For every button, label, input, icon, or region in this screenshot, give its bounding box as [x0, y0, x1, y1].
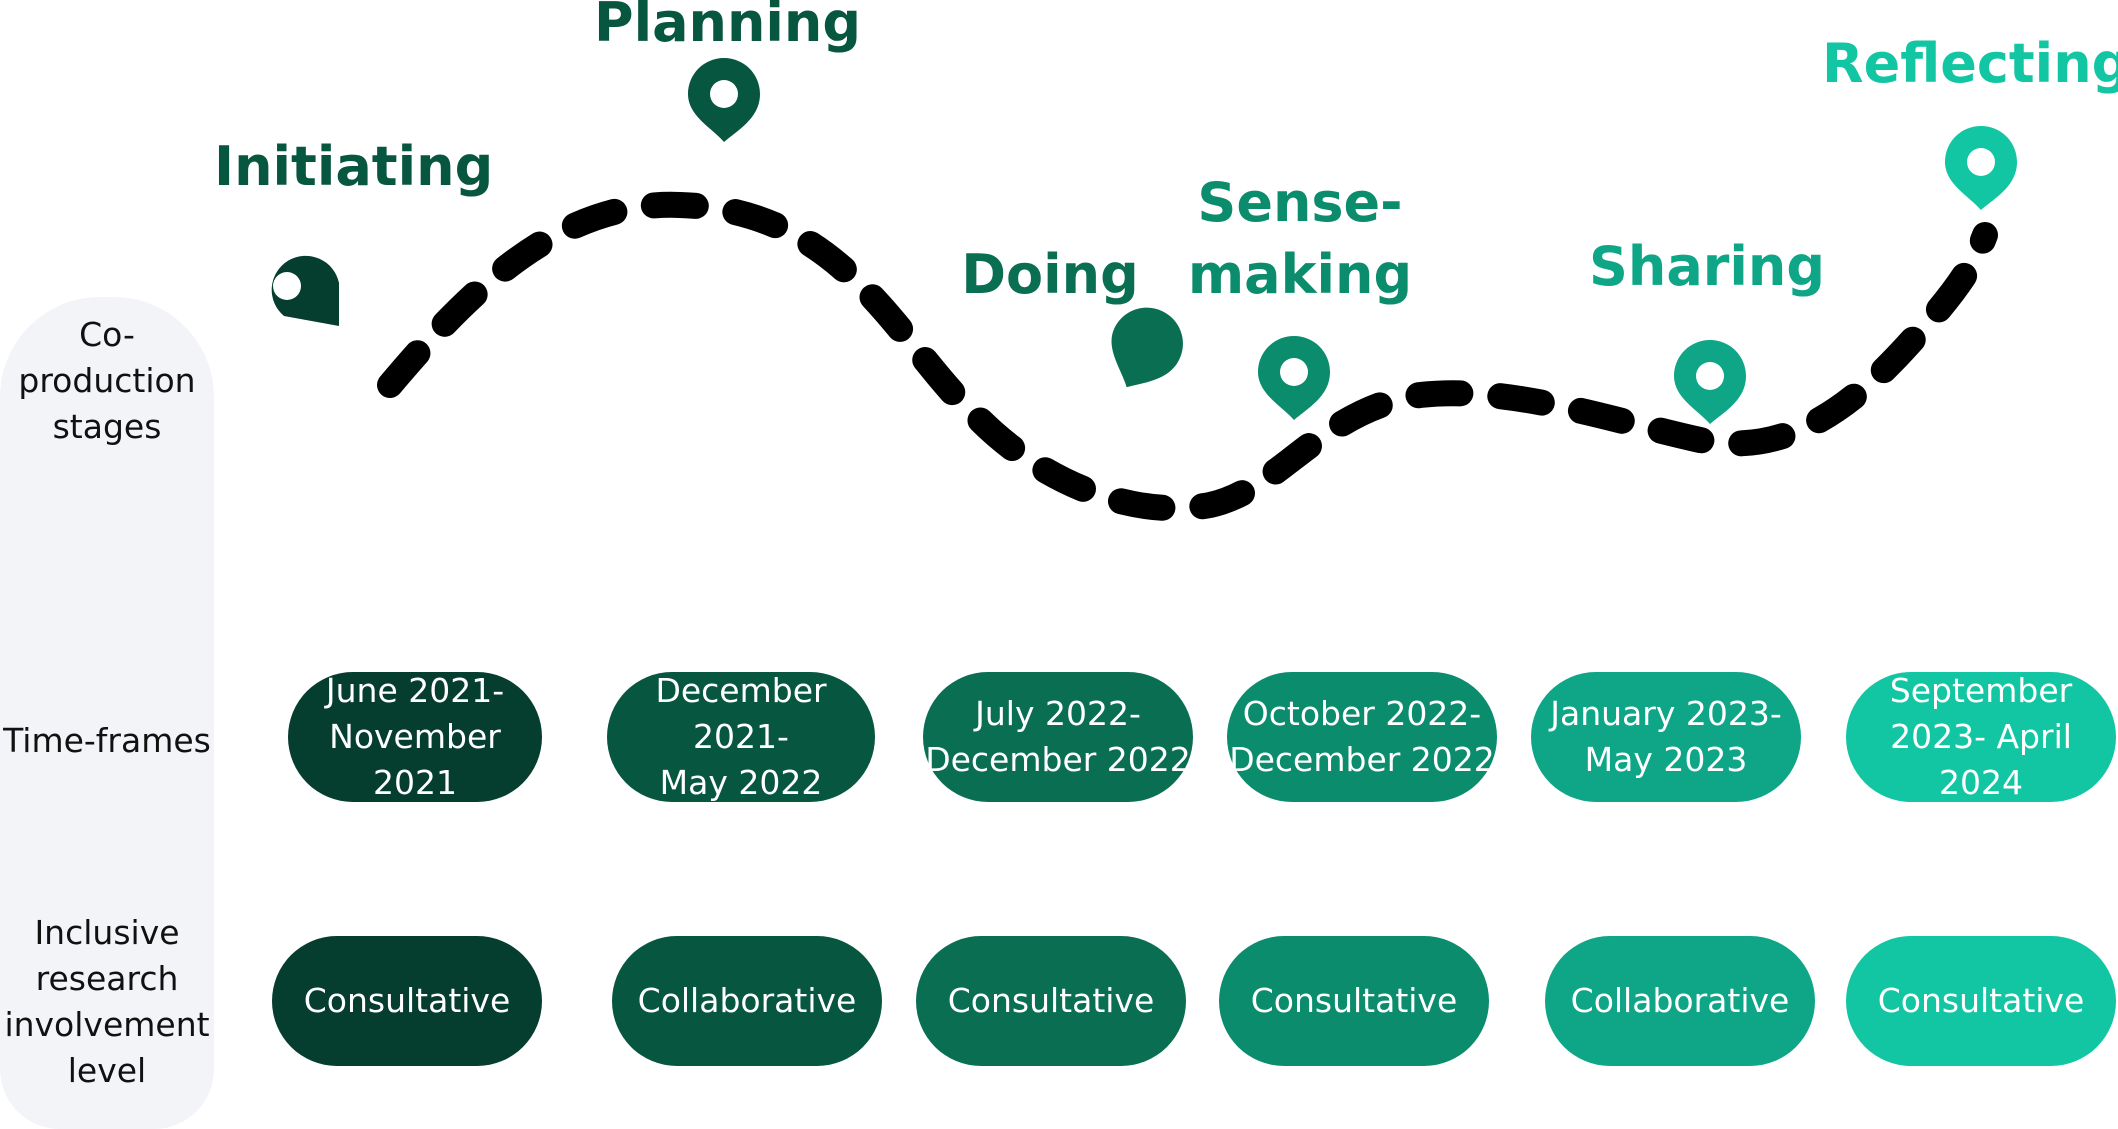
stage-title-sense-making: Sense- making: [1187, 171, 1413, 306]
stage-pin-sharing: [1674, 340, 1746, 424]
row-label-level: Inclusive research involvement level: [4, 913, 210, 1090]
level-pill-sense-making: Consultative: [1219, 936, 1489, 1066]
map-pin-icon: [1111, 307, 1183, 388]
stage-pin-sense-making: [1258, 336, 1330, 420]
pin-hole: [1967, 148, 1995, 176]
pin-hole: [1696, 362, 1724, 390]
stage-title-initiating: Initiating: [214, 135, 494, 198]
level-pill-planning: Collaborative: [612, 936, 882, 1066]
timeframe-pill-planning: December 2021- May 2022: [607, 671, 875, 802]
stage-pin-reflecting: [1945, 126, 2017, 210]
level-pill-sharing: Collaborative: [1545, 936, 1815, 1066]
stage-title-planning: Planning: [594, 0, 862, 54]
journey-dashed-path: [377, 191, 1998, 522]
timeframe-pill-reflecting: September 2023- April 2024: [1846, 671, 2116, 802]
stage-pin-doing: [1074, 307, 1183, 388]
timeframe-pill-sense-making: October 2022- December 2022: [1227, 672, 1497, 802]
row-label-sidebar: [0, 297, 214, 1129]
stage-title-sharing: Sharing: [1588, 235, 1825, 298]
timeframe-pill-initiating: June 2021- November 2021: [288, 671, 542, 802]
pin-hole: [1074, 353, 1102, 381]
level-pill-initiating: Consultative: [272, 936, 542, 1066]
stage-title-reflecting: Reflecting: [1822, 32, 2118, 95]
stage-title-doing: Doing: [961, 243, 1139, 306]
timeframe-pill-doing: July 2022- December 2022: [923, 672, 1193, 802]
level-pill-doing: Consultative: [916, 936, 1186, 1066]
row-label-timeframes: Time-frames: [3, 721, 211, 760]
timeframe-pill-sharing: January 2023- May 2023: [1531, 672, 1801, 802]
pin-hole: [1280, 358, 1308, 386]
stage-pin-planning: [688, 58, 760, 142]
pin-hole: [273, 272, 301, 300]
level-pill-reflecting: Consultative: [1846, 936, 2116, 1066]
stage-pin-initiating: [271, 255, 339, 326]
pin-hole: [710, 80, 738, 108]
row-label-stages: Co- production stages: [18, 315, 196, 446]
